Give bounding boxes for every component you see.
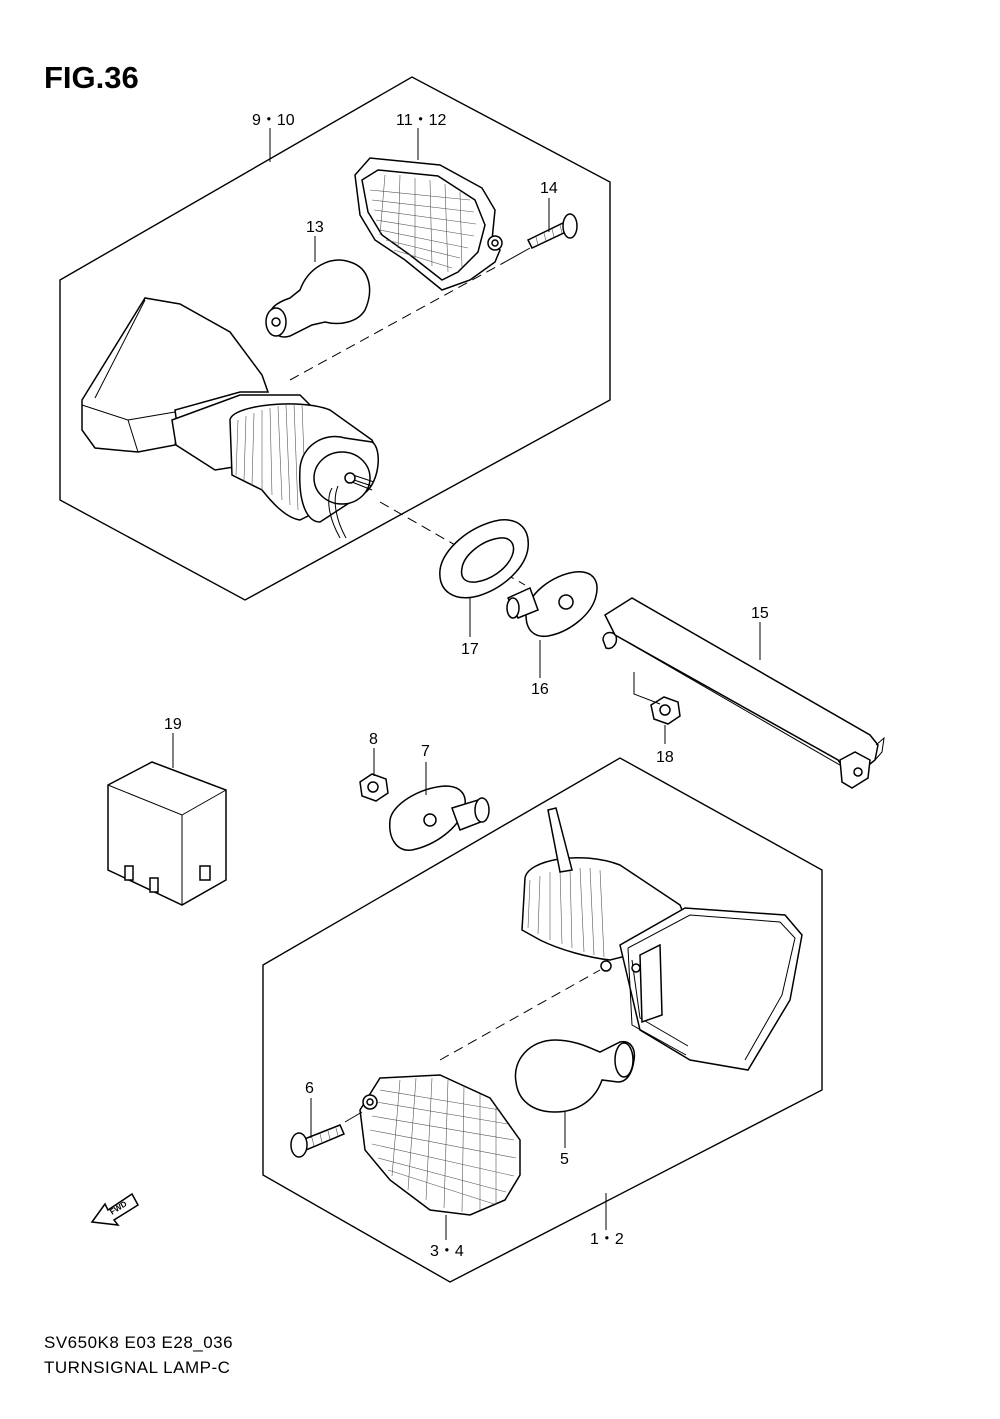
callout-11-12: 11・12 bbox=[396, 112, 447, 129]
callout-9-10: 9・10 bbox=[252, 112, 295, 129]
callout-18: 18 bbox=[656, 749, 674, 766]
callout-16: 16 bbox=[531, 681, 549, 698]
diagram-name: TURNSIGNAL LAMP-C bbox=[44, 1358, 231, 1377]
upper-bulb-13 bbox=[265, 259, 371, 338]
flange-7 bbox=[389, 785, 490, 851]
callout-5: 5 bbox=[560, 1151, 569, 1168]
flange-bolt-16 bbox=[506, 571, 598, 638]
lower-bulb-5 bbox=[514, 1039, 636, 1113]
callout-6: 6 bbox=[305, 1080, 314, 1097]
callout-19: 19 bbox=[164, 716, 182, 733]
callout-15: 15 bbox=[751, 605, 769, 622]
nut-8 bbox=[359, 773, 389, 802]
callout-17: 17 bbox=[461, 641, 479, 658]
callout-8: 8 bbox=[369, 731, 378, 748]
bracket-15 bbox=[602, 597, 885, 789]
lower-lamp-housing bbox=[521, 807, 803, 1071]
relay-19 bbox=[107, 761, 227, 906]
screw-6 bbox=[290, 1124, 345, 1158]
lower-lens-3-4 bbox=[359, 1074, 521, 1216]
diagram-code: SV650K8 E03 E28_036 bbox=[44, 1333, 234, 1352]
lower-assembly-outline bbox=[262, 757, 823, 1283]
figure-title: FIG.36 bbox=[44, 60, 139, 95]
callout-14: 14 bbox=[540, 180, 558, 197]
callout-7: 7 bbox=[421, 743, 430, 760]
screw-14 bbox=[526, 213, 578, 249]
nut-18 bbox=[633, 672, 681, 725]
callout-3-4: 3・4 bbox=[430, 1243, 464, 1260]
upper-assembly-outline bbox=[59, 76, 611, 601]
upper-lens-11-12 bbox=[354, 157, 503, 291]
grommet-17 bbox=[439, 519, 529, 599]
upper-lamp-housing bbox=[81, 297, 379, 539]
fwd-arrow-icon: FWD bbox=[90, 1192, 139, 1226]
callout-13: 13 bbox=[306, 219, 324, 236]
callout-1-2: 1・2 bbox=[590, 1231, 624, 1248]
